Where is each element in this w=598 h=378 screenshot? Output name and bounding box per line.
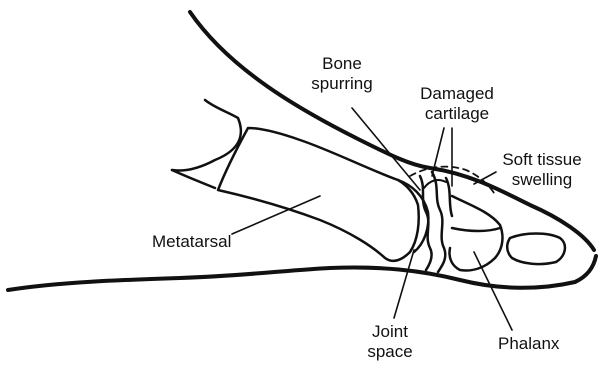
label-joint-space-line1: Joint xyxy=(350,322,430,342)
label-damaged-cartilage-line2: cartilage xyxy=(406,104,508,124)
label-bone-spurring-line2: spurring xyxy=(296,74,388,94)
label-soft-tissue-swelling-line1: Soft tissue xyxy=(488,150,596,170)
label-soft-tissue-swelling-line2: swelling xyxy=(488,170,596,190)
phalanx-bone-base xyxy=(452,228,500,231)
label-soft-tissue-swelling: Soft tissue swelling xyxy=(488,150,596,190)
proximal-bone-outline-lower xyxy=(172,170,215,188)
label-phalanx-text: Phalanx xyxy=(498,334,559,354)
label-metatarsal: Metatarsal xyxy=(152,232,231,252)
cartilage-line-2 xyxy=(432,172,445,272)
distal-bone xyxy=(507,234,565,265)
cartilage-line-3 xyxy=(446,178,452,216)
label-joint-space-line2: space xyxy=(350,342,430,362)
label-metatarsal-text: Metatarsal xyxy=(152,232,231,252)
label-bone-spurring: Bone spurring xyxy=(296,54,388,94)
phalanx-bone xyxy=(449,196,502,271)
skin-bottom-contour xyxy=(8,256,596,290)
metatarsal-bone xyxy=(218,128,419,261)
label-damaged-cartilage: Damaged cartilage xyxy=(406,84,508,124)
cartilage-line-1 xyxy=(420,176,432,270)
label-damaged-cartilage-line1: Damaged xyxy=(406,84,508,104)
label-joint-space: Joint space xyxy=(350,322,430,362)
leader-phalanx xyxy=(474,252,512,330)
label-bone-spurring-line1: Bone xyxy=(296,54,388,74)
label-phalanx: Phalanx xyxy=(498,334,559,354)
skin-top-contour xyxy=(190,12,594,250)
